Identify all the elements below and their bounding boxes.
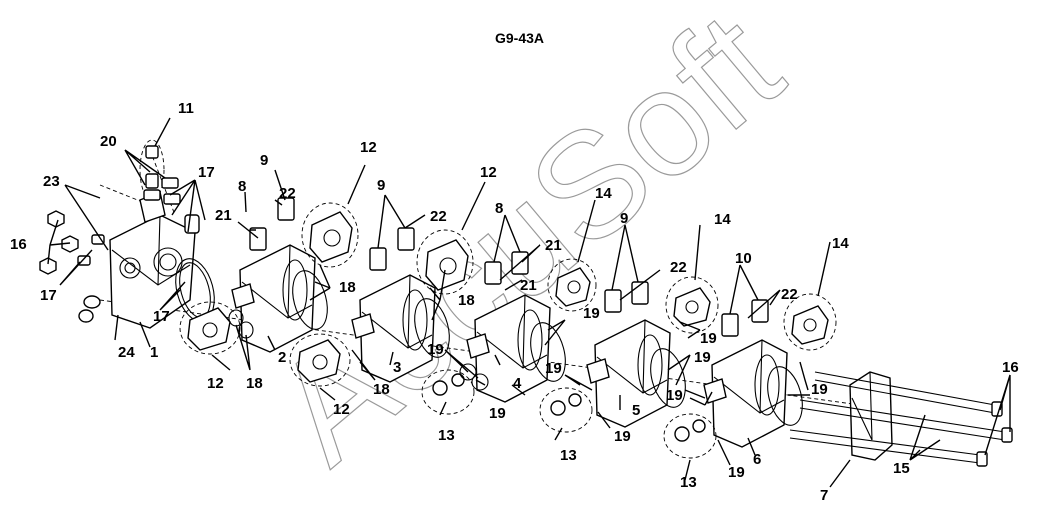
work-section-5 <box>586 281 671 428</box>
oring-19-a <box>530 322 566 382</box>
callout-14: 14 <box>595 185 612 202</box>
callout-16: 16 <box>1002 359 1019 376</box>
callout-10: 10 <box>735 250 752 267</box>
callout-19: 19 <box>614 428 631 445</box>
callout-12: 12 <box>207 375 224 392</box>
callout-17: 17 <box>40 287 57 304</box>
callout-12: 12 <box>480 164 497 181</box>
relief-cover-12-upper-a <box>301 202 359 268</box>
cover-14-b <box>665 276 719 334</box>
callout-22: 22 <box>430 208 447 225</box>
callout-13: 13 <box>438 427 455 444</box>
relief-cover-12-lower-a <box>179 301 241 355</box>
callout-7: 7 <box>820 487 828 504</box>
plugs-17 <box>77 234 105 323</box>
oring-19-c <box>650 348 686 408</box>
callout-9: 9 <box>377 177 385 194</box>
callout-3: 3 <box>393 359 401 376</box>
callout-19: 19 <box>700 330 717 347</box>
callout-18: 18 <box>373 381 390 398</box>
callout-17: 17 <box>153 308 170 325</box>
callout-21: 21 <box>520 277 537 294</box>
relief-cover-12-upper-b <box>416 229 474 295</box>
callout-13: 13 <box>560 447 577 464</box>
callout-14: 14 <box>714 211 731 228</box>
inlet-section-1 <box>109 191 200 329</box>
callout-19: 19 <box>666 387 683 404</box>
callout-20: 20 <box>100 133 117 150</box>
callout-19: 19 <box>728 464 745 481</box>
outlet-section-7 <box>849 371 893 461</box>
callout-9: 9 <box>260 152 268 169</box>
callout-19: 19 <box>694 349 711 366</box>
callout-19: 19 <box>427 341 444 358</box>
callout-11: 11 <box>178 100 194 117</box>
relief-cover-12-lower-b <box>289 333 351 387</box>
callout-19: 19 <box>545 360 562 377</box>
cover-14-a <box>547 258 597 312</box>
callout-21: 21 <box>215 207 232 224</box>
work-section-3 <box>351 227 436 383</box>
nuts-16 <box>39 210 79 275</box>
cover-13-b <box>539 387 593 433</box>
callout-12: 12 <box>333 401 350 418</box>
callout-4: 4 <box>513 375 522 392</box>
cover-13-a <box>421 369 475 415</box>
callout-13: 13 <box>680 474 697 491</box>
fitting-stack-20 <box>139 139 181 205</box>
cover-13-c <box>663 413 717 459</box>
callout-24: 24 <box>118 344 135 361</box>
callout-18: 18 <box>246 375 263 392</box>
callout-8: 8 <box>495 200 503 217</box>
callout-19: 19 <box>489 405 506 422</box>
oring-18-a <box>292 270 328 330</box>
callout-5: 5 <box>632 402 640 419</box>
callout-labels: 11 20 17 23 16 17 17 24 1 12 18 2 8 21 9… <box>10 100 1019 504</box>
callout-15: 15 <box>893 460 910 477</box>
callout-12: 12 <box>360 139 377 156</box>
work-section-2 <box>231 197 316 353</box>
callout-21: 21 <box>545 237 562 254</box>
cover-14-c <box>783 293 837 351</box>
callout-19: 19 <box>583 305 600 322</box>
callout-18: 18 <box>339 279 356 296</box>
callout-6: 6 <box>753 451 761 468</box>
callout-17: 17 <box>198 164 215 181</box>
orings-19-b <box>459 363 489 391</box>
callout-2: 2 <box>278 349 286 366</box>
callout-18: 18 <box>458 292 475 309</box>
callout-8: 8 <box>238 178 246 195</box>
oring-18-c <box>414 298 450 358</box>
diagram-title: G9-43A <box>494 30 545 46</box>
oring-19-d <box>767 366 803 426</box>
work-section-6 <box>703 299 788 448</box>
callout-1: 1 <box>150 344 158 361</box>
callout-9: 9 <box>620 210 628 227</box>
callout-23: 23 <box>43 173 60 190</box>
callout-22: 22 <box>781 286 798 303</box>
callout-19: 19 <box>811 381 828 398</box>
callout-22: 22 <box>670 259 687 276</box>
leader-lines <box>47 117 1011 488</box>
callout-22: 22 <box>279 185 296 202</box>
callout-16: 16 <box>10 236 27 253</box>
work-section-4 <box>466 251 551 403</box>
callout-14: 14 <box>832 235 849 252</box>
